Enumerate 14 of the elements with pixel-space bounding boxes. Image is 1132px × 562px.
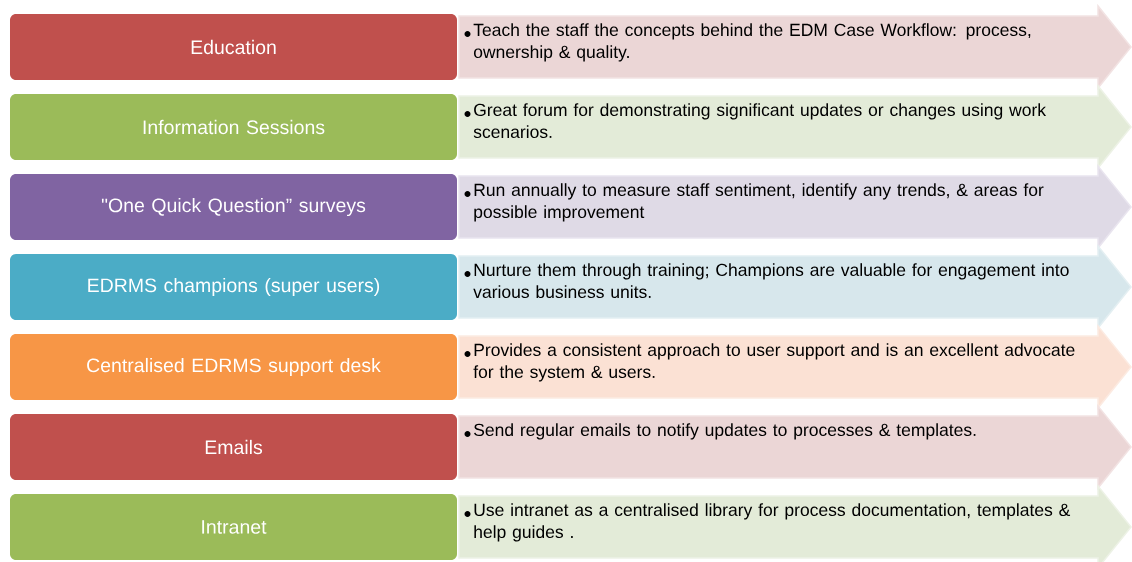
label-box: "One Quick Question” surveys <box>10 174 457 240</box>
label-box: Centralised EDRMS support desk <box>10 334 457 400</box>
arrow-box: Nurture them through training; Champions are valuable for engagement into various business units. <box>458 243 1132 331</box>
label-box: Information Sessions <box>10 94 457 160</box>
arrow-box: Run annually to measure staff sentiment, identify any trends, & areas for possible improvement <box>458 163 1132 251</box>
arrow-box: Send regular emails to notify updates to processes & templates. <box>458 403 1132 491</box>
arrow-box: Use intranet as a centralised library for process documentation, templates & help guides . <box>458 483 1132 562</box>
arrow-box: Great forum for demonstrating significant updates or changes using work scenarios. <box>458 83 1132 171</box>
label-box: Intranet <box>10 494 457 560</box>
label-box: EDRMS champions (super users) <box>10 254 457 320</box>
arrow-box: Provides a consistent approach to user support and is an excellent advocate for the system & users. <box>458 323 1132 411</box>
label-box: Emails <box>10 414 457 480</box>
arrow-box: Teach the staff the concepts behind the EDM Case Workflow: process, ownership & quality. <box>458 3 1132 91</box>
label-box: Education <box>10 14 457 80</box>
